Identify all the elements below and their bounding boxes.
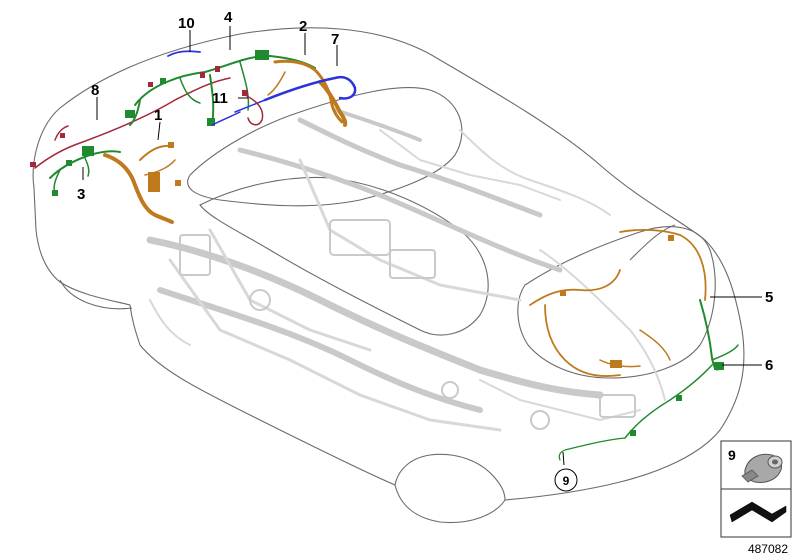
harness-5-orange xyxy=(529,228,707,377)
harness-3-green xyxy=(49,146,121,196)
ghost-structure xyxy=(146,108,666,432)
window-openings xyxy=(187,87,716,379)
callout-10: 10 xyxy=(178,15,195,32)
callout-2: 2 xyxy=(299,18,307,35)
callout-8: 8 xyxy=(91,82,99,99)
callout-4: 4 xyxy=(224,9,233,26)
callout-1: 1 xyxy=(154,107,162,124)
callout-5: 5 xyxy=(765,289,773,306)
grommet-icon xyxy=(741,453,783,483)
harness-6-green xyxy=(558,299,739,461)
parts-legend: 9 xyxy=(720,440,792,538)
harness-11-red xyxy=(242,90,264,126)
harness-7-blue xyxy=(211,75,357,126)
callout-9: 9 xyxy=(563,474,570,488)
harness-10-blue xyxy=(167,50,201,57)
callout-9-circle xyxy=(554,468,578,492)
callout-11: 11 xyxy=(212,90,228,107)
leader-lines xyxy=(82,26,762,466)
callout-6: 6 xyxy=(765,357,773,374)
callout-7: 7 xyxy=(331,31,339,48)
callout-labels: 1 2 3 4 5 6 7 8 10 11 9 xyxy=(77,9,773,492)
legend-part-number: 9 xyxy=(728,447,736,463)
callout-3: 3 xyxy=(77,186,85,203)
reference-number: 487082 xyxy=(748,542,788,556)
arrow-shape-icon xyxy=(729,501,787,523)
harness-1-orange xyxy=(103,142,181,224)
harness-8-red xyxy=(30,77,231,169)
harness-2-orange xyxy=(267,59,348,127)
